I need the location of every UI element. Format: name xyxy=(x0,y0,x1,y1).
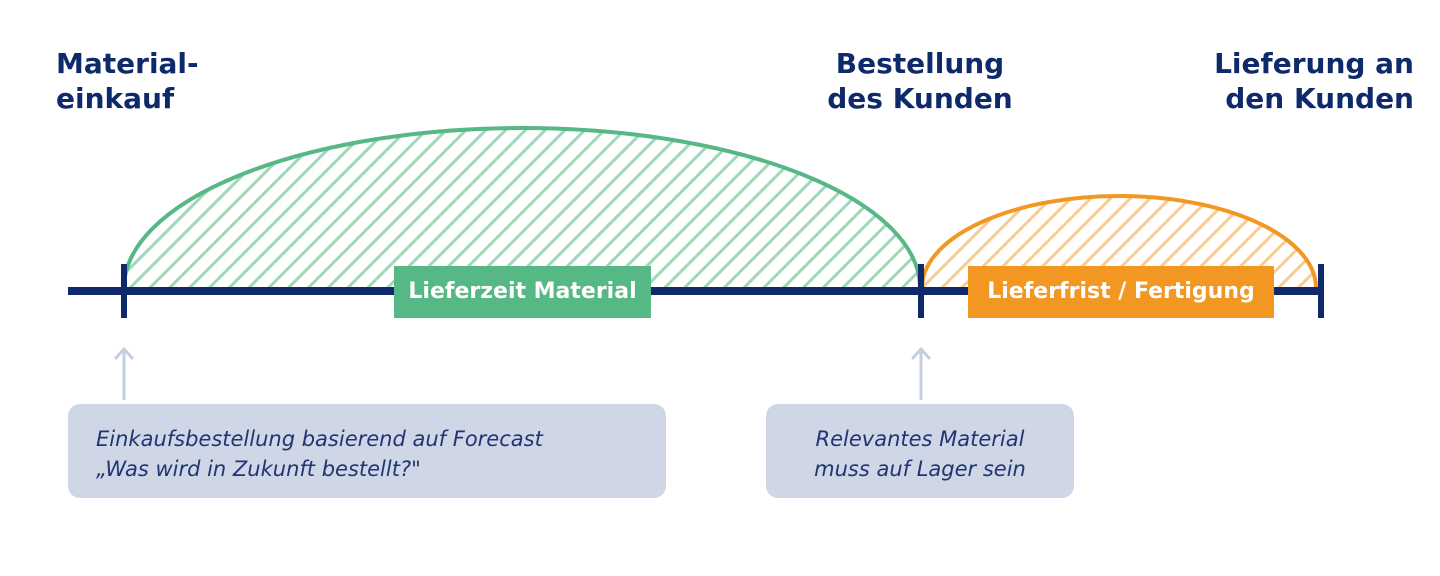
arc-lieferzeit-material xyxy=(124,128,920,288)
arrow-up-icon xyxy=(114,347,134,400)
milestone-lieferung-line1: Lieferung an xyxy=(1214,47,1414,80)
arc-lieferfrist-fertigung-outline xyxy=(920,194,1318,289)
milestone-bestellung: Bestellung des Kunden xyxy=(820,46,1020,116)
milestone-materialeinkauf: Material- einkauf xyxy=(56,46,199,116)
arc-lieferzeit-material-outline xyxy=(122,126,922,289)
milestone-bestellung-line2: des Kunden xyxy=(827,82,1013,115)
arrow-up-icon xyxy=(911,347,931,400)
note-lager-line2: muss auf Lager sein xyxy=(814,457,1026,481)
note-forecast-line2: „Was wird in Zukunft bestellt?" xyxy=(96,457,421,481)
note-forecast-line1: Einkaufsbestellung basierend auf Forecas… xyxy=(96,427,543,451)
milestone-bestellung-line1: Bestellung xyxy=(835,47,1005,80)
note-einkaufsbestellung-forecast: Einkaufsbestellung basierend auf Forecas… xyxy=(68,404,666,498)
arc-lieferfrist-fertigung xyxy=(922,196,1316,288)
milestone-materialeinkauf-line1: Material- xyxy=(56,47,199,80)
milestone-materialeinkauf-line2: einkauf xyxy=(56,82,175,115)
note-material-lager: Relevantes Material muss auf Lager sein xyxy=(766,404,1074,498)
milestone-lieferung: Lieferung an den Kunden xyxy=(1214,46,1414,116)
note-lager-line1: Relevantes Material xyxy=(815,427,1025,451)
phase-label-lieferfrist-fertigung: Lieferfrist / Fertigung xyxy=(968,266,1274,318)
milestone-lieferung-line2: den Kunden xyxy=(1225,82,1414,115)
phase-label-lieferzeit-material: Lieferzeit Material xyxy=(394,266,651,318)
